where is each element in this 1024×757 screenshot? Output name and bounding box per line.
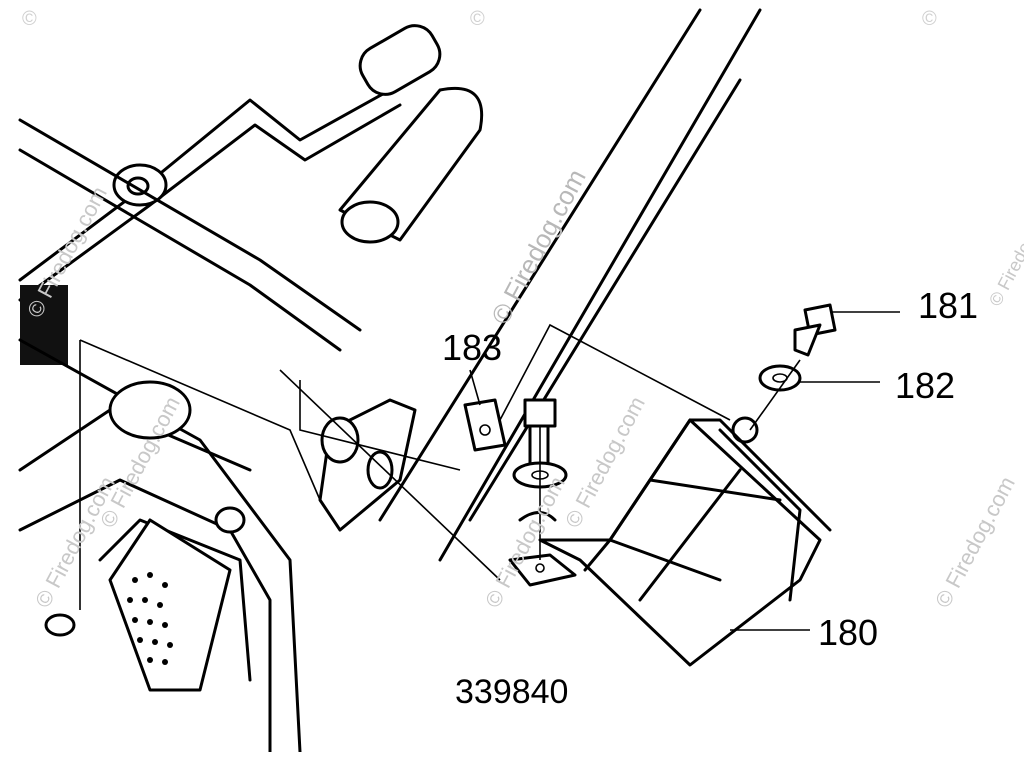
watermark-corner-tm: © (470, 8, 485, 30)
leader-lines (79, 311, 900, 631)
vent-grille (108, 518, 232, 692)
callout-180: 180 (818, 612, 879, 653)
callout-183: 183 (442, 327, 503, 368)
mower-housing (18, 118, 362, 754)
handle-tube (378, 8, 762, 562)
watermark-corner-tr: © (922, 8, 937, 30)
drawing-number: 339840 (455, 673, 569, 711)
bag-frame-180 (538, 416, 832, 667)
hardware-set (463, 398, 577, 587)
watermark-corner-tl: © (22, 8, 37, 30)
lever-rod (18, 24, 442, 302)
tube-bracket (318, 398, 417, 532)
cylinder (338, 86, 484, 244)
washer-182 (758, 364, 802, 392)
callout-182: 182 (895, 365, 956, 406)
bolt-181 (793, 303, 837, 357)
callout-181: 181 (918, 285, 979, 326)
